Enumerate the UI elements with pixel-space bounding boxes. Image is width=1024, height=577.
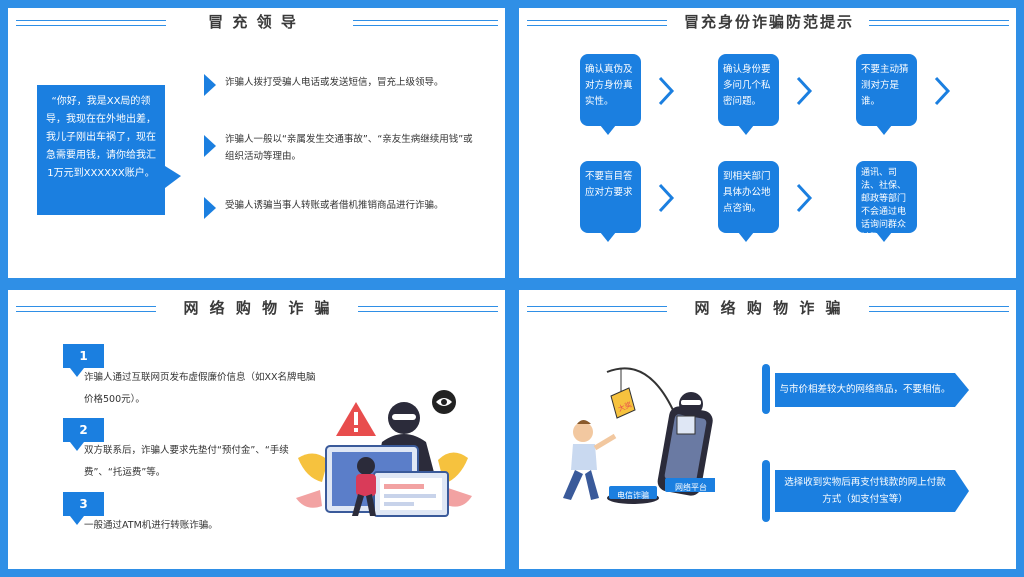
step-number-tail (70, 516, 84, 525)
bullet-text: 受骗人诱骗当事人转账或者借机推销商品进行诈骗。 (225, 200, 444, 211)
tip-card: 不要盲目答应对方要求 (580, 161, 641, 242)
card-notch (876, 232, 892, 242)
panel-header: 网 络 购 物 诈 骗 (8, 296, 505, 320)
panel-title: 网 络 购 物 诈 骗 (694, 299, 844, 317)
header-rule (16, 306, 156, 307)
card-notch (600, 125, 616, 135)
tip-card: 通讯、司法、社保、邮政等部门不会通过电话询问群众转账。 (856, 161, 917, 243)
tip-card-text: 到相关部门具体办公地点咨询。 (723, 171, 771, 214)
phone-fraud-illustration (563, 367, 715, 504)
card-notch (600, 232, 616, 242)
tip-pill-point (955, 373, 969, 407)
step-number: 2 (63, 418, 104, 442)
tip-bar (762, 364, 770, 414)
tip-pill: 与市价相差较大的网络商品，不要相信。 (775, 373, 955, 407)
bullet-item: 受骗人诱骗当事人转账或者借机推销商品进行诈骗。 (204, 197, 474, 219)
tip-card-text: 不要主动猜测对方是谁。 (861, 64, 909, 107)
panel-title: 冒充身份诈骗防范提示 (683, 13, 854, 31)
tip-pill-point (955, 470, 969, 512)
panel-title: 网 络 购 物 诈 骗 (183, 299, 333, 317)
arrow-icon (204, 197, 216, 219)
step-text: 诈骗人通过互联网页发布虚假廉价信息（如XX名牌电脑价格500元）。 (84, 372, 316, 405)
header-rule (527, 20, 667, 21)
arrow-icon (204, 74, 216, 96)
quote-tail (165, 166, 181, 188)
panel-online-shopping-fraud: 网 络 购 物 诈 骗 1 诈骗人通过互联网页发布虚假廉价信息（如XX名牌电脑价… (8, 290, 505, 569)
illustration-label-phone: 网络平台 (675, 483, 707, 492)
chevron-right-icon (796, 183, 813, 213)
card-notch (876, 125, 892, 135)
tip-card-text: 不要盲目答应对方要求 (585, 171, 633, 198)
header-rule (527, 306, 667, 307)
step-number: 3 (63, 492, 104, 516)
tip-card: 到相关部门具体办公地点咨询。 (718, 161, 779, 242)
chevron-right-icon (796, 76, 813, 106)
panel-identity-fraud-tips: 冒充身份诈骗防范提示 确认真伪及对方身份真实性。 确认身份要多问几个私密问题。 … (519, 8, 1016, 278)
header-rule (16, 20, 166, 21)
card-notch (738, 125, 754, 135)
panel-impersonate-leader: 冒 充 领 导 “你好，我是XX局的领导，我现在在外地出差，我儿子刚出车祸了，现… (8, 8, 505, 278)
header-rule (527, 311, 667, 312)
card-notch (738, 232, 754, 242)
step-number-tail (70, 442, 84, 451)
illustration-label-hole: 电信诈骗 (617, 491, 649, 500)
panel-online-shopping-tips: 网 络 购 物 诈 骗 电信诈骗 网络平台 大奖 与市价相差较大的网络商品，不要… (519, 290, 1016, 569)
chevron-right-icon (658, 76, 675, 106)
hacker-laptop-illustration (296, 390, 472, 517)
header-rule (358, 306, 498, 307)
header-rule (869, 20, 1009, 21)
header-rule (869, 306, 1009, 307)
panel-header: 冒 充 领 导 (8, 10, 505, 34)
chevron-right-icon (934, 76, 951, 106)
tip-card: 确认真伪及对方身份真实性。 (580, 54, 641, 135)
step-text: 双方联系后，诈骗人要求先垫付“预付金”、“手续费”、“托运费”等。 (84, 445, 289, 478)
bullet-item: 诈骗人一般以“亲属发生交通事故”、“亲友生病继续用钱”或组织活动等理由。 (204, 131, 474, 165)
header-rule (353, 20, 498, 21)
header-rule (16, 311, 156, 312)
bullet-text: 诈骗人拨打受骗人电话或发送短信，冒充上级领导。 (225, 77, 444, 88)
header-rule (527, 25, 667, 26)
header-rule (353, 25, 498, 26)
step-number-tail (70, 368, 84, 377)
arrow-icon (204, 135, 216, 157)
step-number: 1 (63, 344, 104, 368)
panel-header: 冒充身份诈骗防范提示 (519, 10, 1016, 34)
chevron-right-icon (658, 183, 675, 213)
header-rule (16, 25, 166, 26)
tip-card: 不要主动猜测对方是谁。 (856, 54, 917, 135)
panel-header: 网 络 购 物 诈 骗 (519, 296, 1016, 320)
tip-pill: 选择收到实物后再支付钱款的网上付款方式（如支付宝等） (775, 470, 955, 512)
tip-bar (762, 460, 770, 522)
step-text: 一般通过ATM机进行转账诈骗。 (84, 520, 218, 531)
header-rule (869, 311, 1009, 312)
header-rule (869, 25, 1009, 26)
scam-quote-box: “你好，我是XX局的领导，我现在在外地出差，我儿子刚出车祸了，现在急需要用钱，请… (37, 85, 165, 215)
header-rule (358, 311, 498, 312)
tip-card-text: 通讯、司法、社保、邮政等部门不会通过电话询问群众转账。 (861, 168, 907, 243)
panel-title: 冒 充 领 导 (208, 13, 298, 31)
tip-card-text: 确认身份要多问几个私密问题。 (723, 64, 771, 107)
tip-card: 确认身份要多问几个私密问题。 (718, 54, 779, 135)
bullet-text: 诈骗人一般以“亲属发生交通事故”、“亲友生病继续用钱”或组织活动等理由。 (225, 134, 473, 162)
tip-card-text: 确认真伪及对方身份真实性。 (585, 64, 633, 107)
bullet-item: 诈骗人拨打受骗人电话或发送短信，冒充上级领导。 (204, 74, 474, 96)
